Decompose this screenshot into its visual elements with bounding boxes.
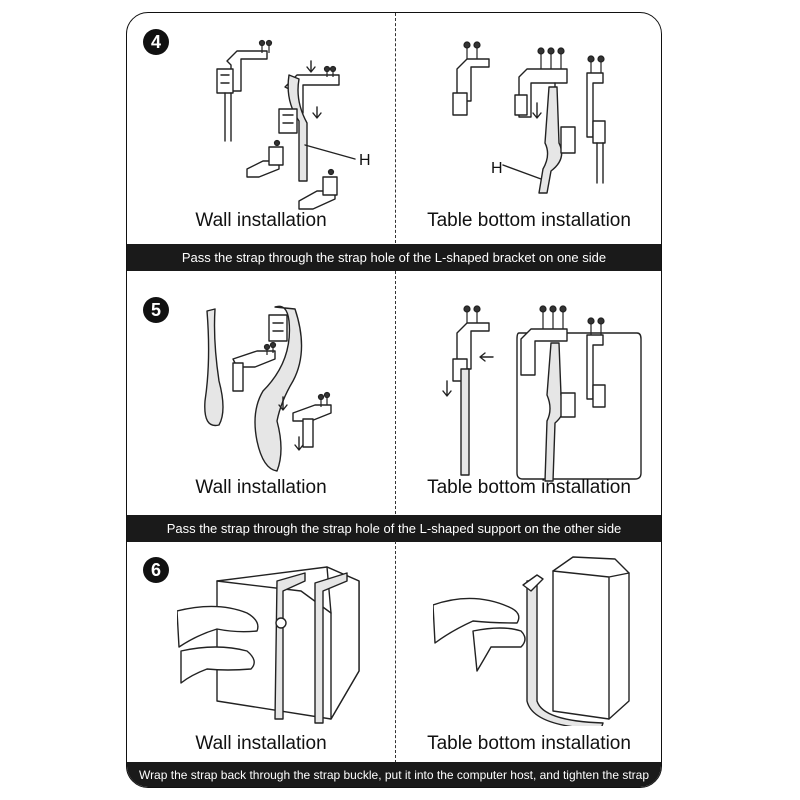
step-6-table-illustration: [433, 556, 630, 726]
step-4-badge: 4: [143, 29, 169, 55]
step-6-right-caption: Table bottom installation: [427, 733, 631, 754]
step-6-badge: 6: [143, 557, 169, 583]
step-5-divider: [395, 271, 396, 514]
step-6-wall-illustration: [177, 566, 360, 724]
step-4-right-caption: Table bottom installation: [427, 210, 631, 231]
step-5-table-illustration: [442, 305, 642, 482]
step-6-section: 6 Wall installation Table bottom install…: [127, 541, 661, 787]
step-6-left-caption: Wall installation: [195, 733, 327, 754]
step-5-wall-illustration: [204, 305, 332, 472]
step-6-banner: Wrap the strap back through the strap bu…: [127, 762, 661, 787]
step-5-section: 5: [127, 271, 661, 542]
step-5-badge: 5: [143, 297, 169, 323]
instruction-card: 4: [126, 12, 662, 788]
step-6-divider: [395, 541, 396, 763]
step-4-divider: [395, 13, 396, 243]
step-4-table-illustration: H: [452, 41, 606, 194]
step-5-banner: Pass the strap through the strap hole of…: [127, 515, 661, 542]
step-4-left-caption: Wall installation: [195, 210, 327, 231]
step-4-banner: Pass the strap through the strap hole of…: [127, 244, 661, 271]
step-4-left-label: H: [359, 152, 371, 169]
step-5-left-caption: Wall installation: [195, 477, 327, 498]
step-4-section: 4: [127, 13, 661, 271]
step-4-wall-illustration: H: [216, 39, 371, 210]
step-4-right-label: H: [491, 160, 503, 177]
step-5-right-caption: Table bottom installation: [427, 477, 631, 498]
